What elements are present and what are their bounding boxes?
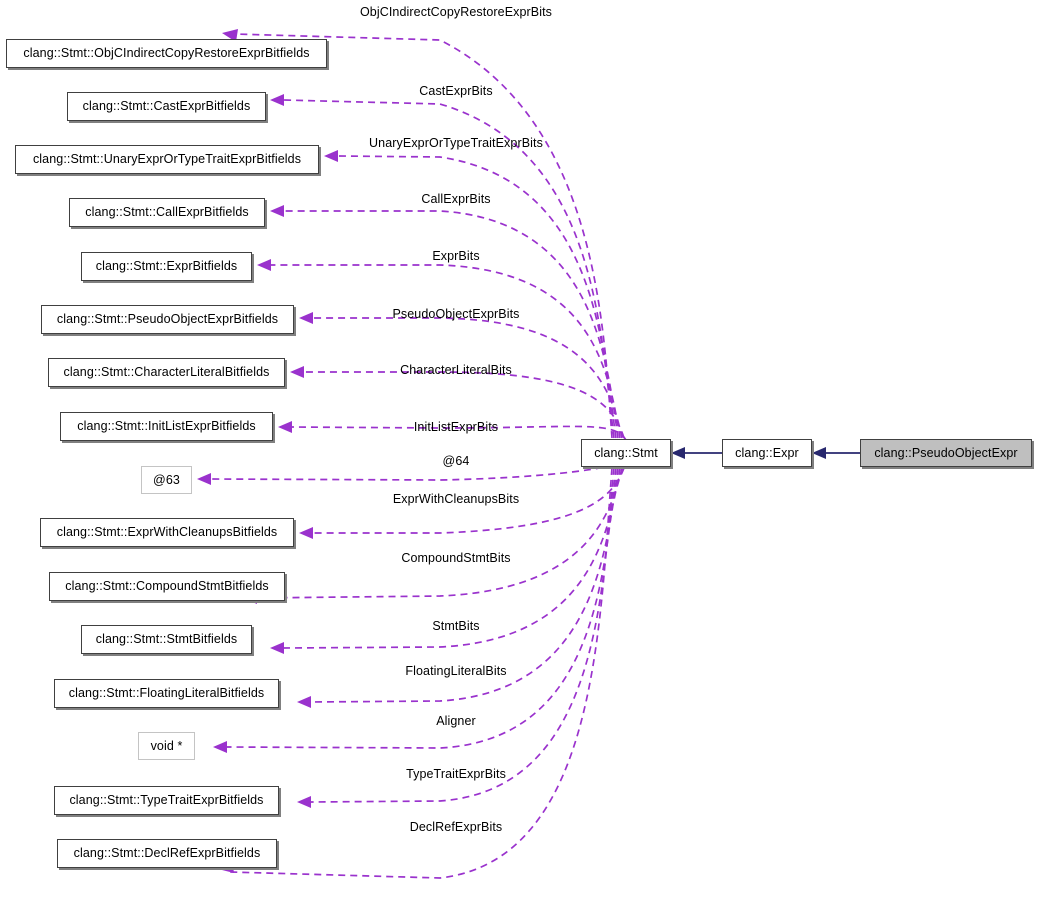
node-charlit[interactable]: clang::Stmt::CharacterLiteralBitfields (48, 358, 285, 387)
edge-label: TypeTraitExprBits (406, 767, 506, 781)
edge-label: FloatingLiteralBits (405, 664, 507, 678)
node-initlist[interactable]: clang::Stmt::InitListExprBitfields (60, 412, 273, 441)
node-stmtbits[interactable]: clang::Stmt::StmtBitfields (81, 625, 252, 654)
edge-label: UnaryExprOrTypeTraitExprBits (369, 136, 543, 150)
node-pseudo[interactable]: clang::Stmt::PseudoObjectExprBitfields (41, 305, 294, 334)
node-exprcleanups[interactable]: clang::Stmt::ExprWithCleanupsBitfields (40, 518, 294, 547)
edge-expr-arrowhead (257, 259, 271, 271)
edge-voidptr-arrowhead (213, 741, 227, 753)
node-typetrait[interactable]: clang::Stmt::TypeTraitExprBitfields (54, 786, 279, 815)
edge-cast (282, 99, 615, 439)
node-declref[interactable]: clang::Stmt::DeclRefExprBitfields (57, 839, 277, 868)
edge-label: StmtBits (432, 619, 480, 633)
node-compound[interactable]: clang::Stmt::CompoundStmtBitfields (49, 572, 285, 601)
edge-at63 (209, 461, 627, 481)
edge-label: CharacterLiteralBits (400, 363, 512, 377)
edge-exprcleanups-arrowhead (299, 527, 313, 539)
edge-compound (254, 467, 623, 599)
edge-floatlit-arrowhead (297, 696, 311, 708)
edge-expr-pseudoobjectexpr-arrowhead (812, 447, 826, 459)
edge-expr (270, 264, 621, 439)
edge-label: @64 (442, 454, 470, 468)
edge-label: Aligner (436, 714, 476, 728)
node-floatlit[interactable]: clang::Stmt::FloatingLiteralBitfields (54, 679, 279, 708)
node-voidptr[interactable]: void * (138, 732, 195, 760)
edge-label: InitListExprBits (413, 420, 499, 434)
edge-label: ExprBits (432, 249, 480, 263)
node-stmt[interactable]: clang::Stmt (581, 439, 671, 467)
edge-label: ObjCIndirectCopyRestoreExprBits (359, 5, 553, 19)
edge-call (283, 210, 619, 439)
edge-voidptr (225, 467, 617, 749)
node-expr[interactable]: clang::Stmt::ExprBitfields (81, 252, 252, 281)
edge-typetrait-arrowhead (297, 796, 311, 808)
edge-typetrait (309, 467, 615, 803)
edge-pseudo-arrowhead (299, 312, 313, 324)
edge-label: CastExprBits (419, 84, 493, 98)
node-pseudoobjectexpr[interactable]: clang::PseudoObjectExpr (860, 439, 1032, 467)
edge-label: DeclRefExprBits (409, 820, 503, 834)
node-unary[interactable]: clang::Stmt::UnaryExprOrTypeTraitExprBit… (15, 145, 319, 174)
node-cast[interactable]: clang::Stmt::CastExprBitfields (67, 92, 266, 121)
edge-at63-arrowhead (197, 473, 211, 485)
edge-stmtbits-arrowhead (270, 642, 284, 654)
node-objc_indirect[interactable]: clang::Stmt::ObjCIndirectCopyRestoreExpr… (6, 39, 327, 68)
edge-label: PseudoObjectExprBits (392, 307, 520, 321)
edge-label: ExprWithCleanupsBits (392, 492, 520, 506)
edge-label: CallExprBits (421, 192, 491, 206)
edge-stmt-expr-arrowhead (671, 447, 685, 459)
node-call[interactable]: clang::Stmt::CallExprBitfields (69, 198, 265, 227)
edge-cast-arrowhead (270, 94, 284, 106)
node-at63[interactable]: @63 (141, 466, 192, 494)
edge-label: CompoundStmtBits (401, 551, 511, 565)
edge-unary-arrowhead (324, 150, 338, 162)
edge-charlit-arrowhead (290, 366, 304, 378)
node-expr_class[interactable]: clang::Expr (722, 439, 812, 467)
edge-call-arrowhead (270, 205, 284, 217)
edge-initlist-arrowhead (278, 421, 292, 433)
